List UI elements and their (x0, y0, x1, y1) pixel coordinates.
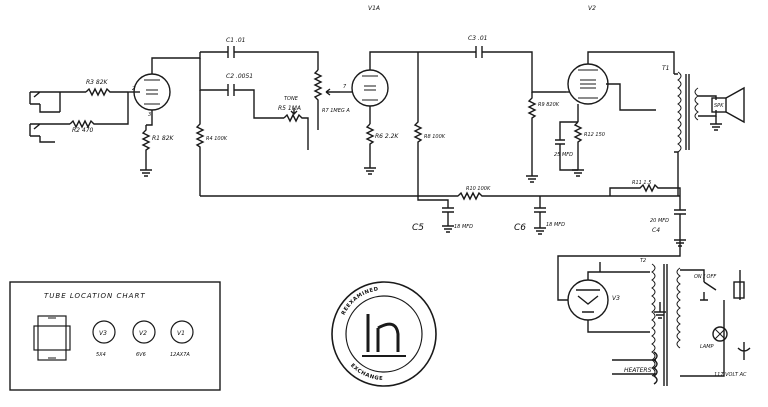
label-c1: C1 .01 (226, 37, 245, 44)
resistor-r9 (527, 92, 537, 176)
speaker-icon (698, 86, 745, 131)
tube-v1-second (340, 51, 476, 124)
label-c2: C2 .0051 (226, 73, 253, 80)
label-r11: R11 1.5 (632, 180, 651, 186)
label-r1-cathode: R1 82K (152, 135, 175, 142)
label-r5: R5 1MA (278, 105, 301, 112)
label-pilot: LAMP (700, 344, 714, 350)
svg-text:EXCHANGE: EXCHANGE (349, 363, 383, 382)
tube-v2-power (566, 51, 675, 122)
ground-symbol (572, 169, 584, 177)
ground-symbol (526, 175, 538, 183)
power-switch-icon (700, 281, 717, 301)
svg-text:V3: V3 (99, 330, 107, 337)
ac-plug-icon (737, 342, 751, 360)
svg-text:5X4: 5X4 (96, 352, 106, 358)
input-jack-2 (29, 123, 44, 137)
capacitor-c5 (442, 207, 454, 233)
svg-text:REEXAMINED: REEXAMINED (341, 286, 380, 316)
resistor-r2-input (69, 92, 129, 129)
label-v3: V3 (612, 295, 620, 302)
pilot-lamp-icon (712, 326, 728, 342)
input-jack-1 (29, 91, 44, 105)
label-c4b: C4 (652, 227, 660, 234)
label-t2: T2 (640, 258, 646, 264)
top-mark-v1a: V1A (368, 5, 380, 12)
potentiometer-tone (283, 108, 309, 150)
label-c5: C5 (412, 223, 424, 233)
label-switch: ON / OFF (694, 274, 716, 280)
label-r2-input: R2 470 (72, 127, 94, 134)
svg-text:12AX7A: 12AX7A (170, 352, 190, 358)
input-wires (39, 91, 86, 143)
heater-winding (652, 351, 658, 385)
label-c3: C3 .01 (468, 35, 487, 42)
ps-wires (557, 240, 681, 301)
svg-text:V1: V1 (177, 330, 185, 337)
label-r12: R12 150 (584, 132, 605, 138)
label-r1-input: R3 82K (86, 79, 109, 86)
top-mark-v2: V2 (588, 5, 596, 12)
capacitor-c2 (227, 84, 235, 96)
label-t1: T1 (662, 65, 669, 72)
resistor-r6 (365, 123, 375, 168)
power-transformer (651, 263, 681, 386)
capacitor-cathode-bypass (555, 121, 578, 171)
tube-socket-v2: V2 6V6 (132, 320, 156, 358)
label-c6: C6 (514, 223, 526, 233)
tube-v3-rectifier (567, 271, 650, 333)
label-cathode-cap: 25 MFD (554, 152, 573, 158)
label-tone: TONE (284, 96, 299, 102)
tube-pin-label: 2 (132, 86, 135, 92)
tube-location-chart: TUBE LOCATION CHART V3 5X4 V2 6V6 V1 12A… (9, 281, 221, 391)
svg-text:6V6: 6V6 (136, 352, 146, 358)
label-r6: R6 2.2K (375, 133, 399, 140)
tube-socket-v1: V1 12AX7A (170, 320, 194, 358)
label-r4: R4 100K (206, 136, 228, 142)
ground-symbol (140, 169, 152, 177)
label-ac-line: 117 VOLT AC (714, 372, 747, 378)
transformer-footprint (33, 315, 71, 361)
resistor-r1-cathode (141, 125, 151, 170)
label-c5-value: 18 MFD (454, 224, 473, 230)
label-c6-value: 18 MFD (546, 222, 565, 228)
svg-text:V2: V2 (139, 330, 147, 337)
potentiometer-volume (313, 69, 340, 130)
b-plus-rail (200, 191, 680, 201)
ground-symbol (364, 167, 376, 175)
tube-pin-label: 3 (148, 112, 151, 118)
review-stamp: REEXAMINED EXCHANGE (331, 281, 437, 387)
fuse-icon (733, 281, 745, 299)
capacitor-c3 (475, 46, 483, 58)
resistor-r1-input (85, 87, 128, 97)
capacitor-c1 (227, 46, 235, 58)
tube-pin-label: 7 (343, 84, 347, 90)
tube-v1-first (128, 52, 201, 126)
output-transformer (674, 71, 699, 196)
ac-line-wires (680, 269, 741, 377)
label-r10: R10 100K (466, 186, 491, 192)
label-r8: R8 100K (424, 134, 446, 140)
resistor-r12 (573, 121, 583, 170)
capacitor-c6 (534, 207, 546, 235)
chart-title: TUBE LOCATION CHART (44, 292, 146, 300)
label-speaker: SPK (714, 103, 724, 109)
resistor-r8 (413, 52, 423, 196)
label-r7: R7 1MEG A (322, 108, 350, 114)
resistor-r4 (195, 90, 205, 196)
label-heaters: HEATERS (624, 367, 652, 374)
label-c4: 20 MFD (650, 218, 669, 224)
tube-socket-v3: V3 5X4 (92, 320, 116, 358)
label-r9: R9 820K (538, 102, 560, 108)
stamp-logo-icon (362, 314, 406, 357)
heater-wires (612, 359, 656, 375)
